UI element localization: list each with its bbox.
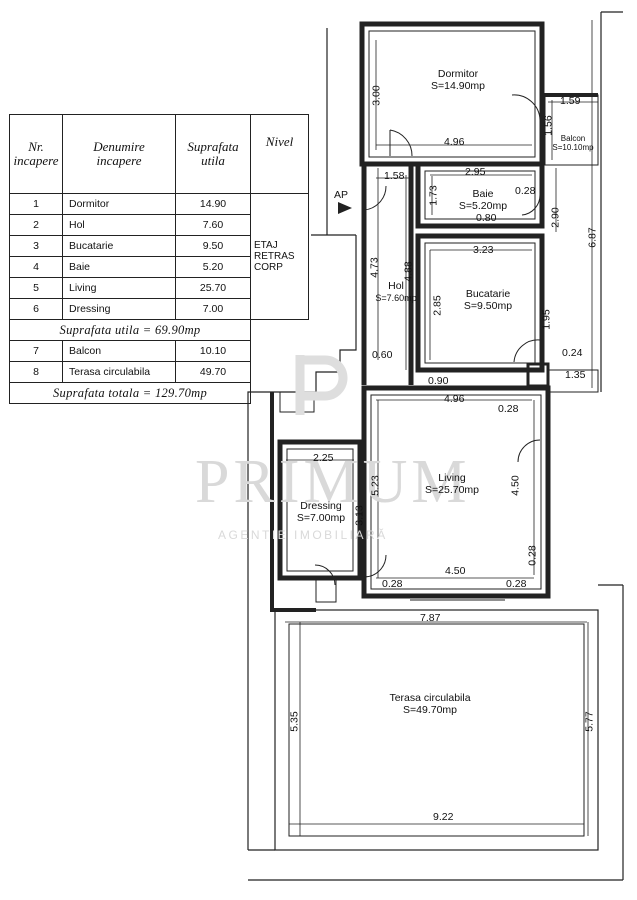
dimension-label: 0.28 <box>506 578 527 590</box>
dressing-inner <box>286 448 354 572</box>
room-name: Bucatarie <box>465 288 511 300</box>
shaft <box>547 369 599 393</box>
dimension-label: 0.28 <box>498 403 519 415</box>
total-row: Suprafata totala = 129.70mp <box>9 382 309 404</box>
dimension-label: 5.23 <box>369 475 382 496</box>
room-name: Baie <box>472 188 494 200</box>
watermark-tagline: AGENTIE IMOBILIARĂ <box>218 528 388 542</box>
room-name: Terasa circulabila <box>389 692 471 704</box>
dimension-label: 4.88 <box>402 261 415 282</box>
dimension-label: 2.85 <box>431 295 444 316</box>
dimension-label: 9.22 <box>433 811 454 823</box>
column <box>526 362 550 388</box>
dimension-label: 4.96 <box>444 136 465 148</box>
terasa-outer <box>274 609 599 851</box>
room-name: Dressing <box>300 500 342 512</box>
header-level: Nivel <box>250 114 309 194</box>
dimension-label: 1.95 <box>540 309 553 330</box>
dimension-label: 4.73 <box>368 257 381 278</box>
room-area: S=7.60mp <box>375 293 417 303</box>
dimension-label: 1.73 <box>427 185 440 206</box>
room-area: S=7.00mp <box>296 512 346 524</box>
room-living: Living S=25.70mp <box>412 472 492 496</box>
room-hol: Hol S=7.60mp <box>372 280 420 304</box>
dormitor-inner <box>368 30 536 158</box>
dimension-label: 1.58 <box>384 170 405 182</box>
dimension-label: 3.00 <box>370 85 383 106</box>
room-name: Hol <box>388 280 404 292</box>
bucatarie-inner <box>424 242 536 364</box>
room-name: Balcon <box>560 134 586 143</box>
room-area: S=49.70mp <box>403 704 457 716</box>
area-table: Nr. incapere Denumire incapere Suprafata… <box>9 114 309 404</box>
dimension-label: 4.50 <box>509 475 522 496</box>
header-name: Denumire incapere <box>62 114 176 194</box>
dimension-label: 0.28 <box>526 545 539 566</box>
dimension-label: 0.80 <box>476 212 497 224</box>
dimension-label: 3.13 <box>353 505 366 526</box>
room-name: Dormitor <box>437 68 479 80</box>
level-cell: ETAJ RETRAS CORP <box>250 193 309 320</box>
room-area: S=14.90mp <box>431 80 485 92</box>
dimension-label: 1.56 <box>542 115 555 136</box>
dimension-label: 0.24 <box>562 347 583 359</box>
dimension-label: 6.87 <box>586 227 599 248</box>
subtotal-row: Suprafata utila = 69.90mp <box>9 319 309 341</box>
dimension-label: 3.23 <box>473 244 494 256</box>
dimension-label: 2.90 <box>549 207 562 228</box>
dimension-label: 2.95 <box>465 166 486 178</box>
dimension-label: 0.90 <box>428 375 449 387</box>
room-area: S=10.10mp <box>552 143 594 152</box>
dimension-label: 4.50 <box>445 565 466 577</box>
dimension-label: 1.35 <box>565 369 586 381</box>
baie-walls <box>415 161 545 229</box>
room-area: S=25.70mp <box>425 484 479 496</box>
living-inner <box>370 394 542 590</box>
terasa-inner <box>288 623 585 837</box>
west-outline <box>247 235 357 850</box>
header-area: Suprafata utila <box>175 114 251 194</box>
dimension-label: 0.28 <box>382 578 403 590</box>
dimension-label: 5.35 <box>288 711 301 732</box>
room-bucatarie: Bucatarie S=9.50mp <box>438 288 538 312</box>
dimension-label: 1.59 <box>560 95 581 107</box>
room-balcon: Balcon S=10.10mp <box>544 134 602 152</box>
dimension-label: 0.60 <box>372 349 393 361</box>
room-terasa: Terasa circulabila S=49.70mp <box>370 692 490 716</box>
dimension-label: 4.96 <box>444 393 465 405</box>
room-area: S=5.20mp <box>458 200 508 212</box>
room-baie: Baie S=5.20mp <box>443 188 523 212</box>
entrance-label: AP <box>334 189 349 201</box>
room-dormitor: Dormitor S=14.90mp <box>418 68 498 92</box>
room-area: S=9.50mp <box>463 300 513 312</box>
dimension-label: 5.77 <box>583 711 596 732</box>
room-dressing: Dressing S=7.00mp <box>285 500 357 524</box>
room-name: Living <box>438 472 466 484</box>
baie-inner <box>424 170 536 220</box>
entrance-arrow-icon <box>338 202 352 214</box>
dimension-label: 2.25 <box>313 452 334 464</box>
header-nr: Nr. incapere <box>9 114 63 194</box>
watermark-brand: PRIMUM <box>195 448 471 516</box>
watermark-logo-icon <box>295 355 348 415</box>
dimension-label: 7.87 <box>420 612 441 624</box>
dimension-label: 0.28 <box>515 185 536 197</box>
